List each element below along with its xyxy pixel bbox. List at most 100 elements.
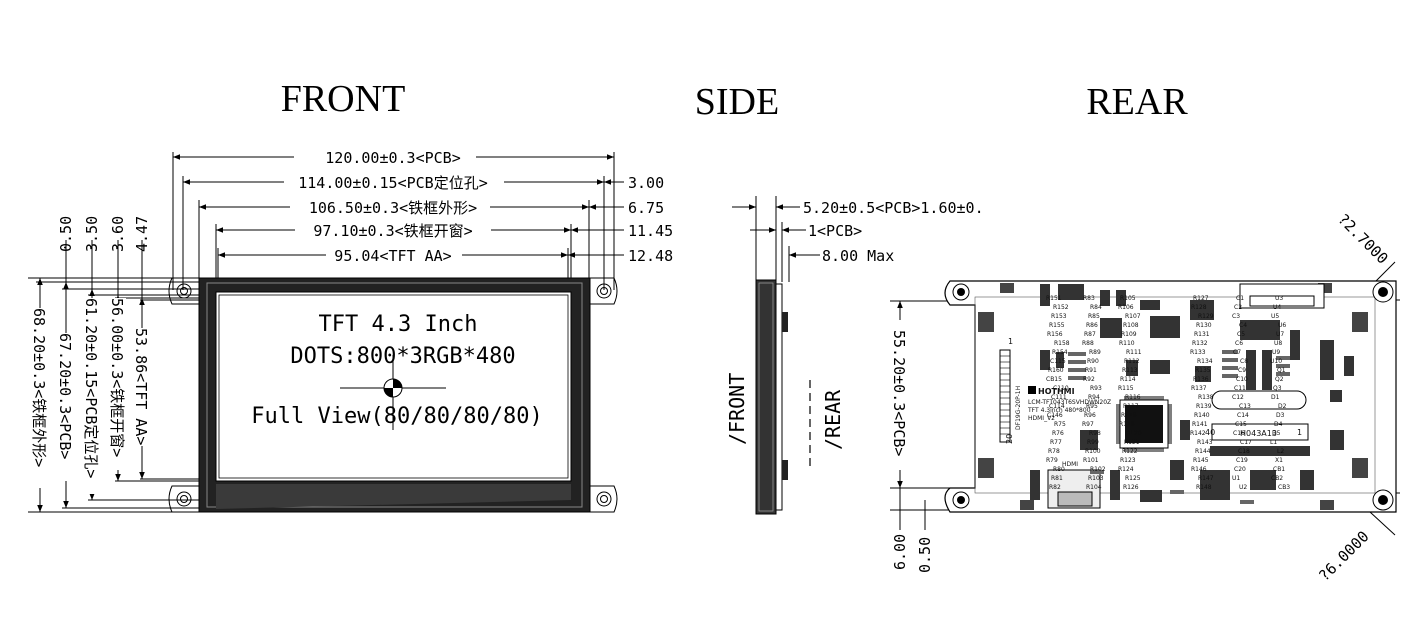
component-label: L2 xyxy=(1277,448,1284,455)
component-label: Q3 xyxy=(1273,385,1282,392)
component-label: C16 xyxy=(1233,430,1245,437)
component-label: C14 xyxy=(1237,412,1249,419)
front-title: FRONT xyxy=(281,78,406,120)
component-label: R148 xyxy=(1196,484,1212,491)
component-label: R145 xyxy=(1193,457,1209,464)
component-label: R139 xyxy=(1196,403,1212,410)
component-label: CB15 xyxy=(1046,376,1062,383)
component-label: C3 xyxy=(1232,313,1240,320)
rear-dim-6-00: 6.00 xyxy=(891,534,909,570)
component-label: X1 xyxy=(1275,457,1283,464)
component-label: R82 xyxy=(1049,484,1061,491)
dim-pcb-height: 67.20±0.3<PCB> xyxy=(56,333,74,459)
component-label: R96 xyxy=(1084,412,1096,419)
component-label: R81 xyxy=(1051,475,1063,482)
dim-pcb-width: 120.00±0.3<PCB> xyxy=(325,149,460,167)
component-label: R143 xyxy=(1197,439,1213,446)
component-label: R125 xyxy=(1125,475,1141,482)
component-label: U8 xyxy=(1274,340,1282,347)
component-label: R114 xyxy=(1120,376,1136,383)
component-label: R118 xyxy=(1121,412,1137,419)
component-label: R136 xyxy=(1193,376,1209,383)
component-label: R94 xyxy=(1088,394,1100,401)
component-label: R84 xyxy=(1090,304,1102,311)
rear-title: REAR xyxy=(1086,81,1188,123)
side-front-label: /FRONT xyxy=(725,373,749,445)
dim-frame-window-height: 56.00±0.3<铁框开窗> xyxy=(108,298,126,457)
side-dim-pcb: 5.20±0.5<PCB>1.60±0. xyxy=(803,199,984,217)
component-label: R85 xyxy=(1088,313,1100,320)
component-label: R123 xyxy=(1120,457,1136,464)
dim-pcb-hole-height: 61.20±0.15<PCB定位孔> xyxy=(82,298,100,478)
component-label: C7 xyxy=(1233,349,1241,356)
rear-diag-hole-large: ?6.0000 xyxy=(1315,527,1372,584)
component-label: C110 xyxy=(1053,385,1069,392)
component-label: C1 xyxy=(1236,295,1244,302)
lcd-size-text: TFT 4.3 Inch xyxy=(319,312,478,337)
component-label: C6 xyxy=(1235,340,1243,347)
component-label: C10 xyxy=(1236,376,1248,383)
component-label: R75 xyxy=(1054,421,1066,428)
component-label: R112 xyxy=(1124,358,1140,365)
component-label: D4 xyxy=(1274,421,1283,428)
dim-left-3-60: 3.60 xyxy=(109,216,127,252)
component-label: R132 xyxy=(1192,340,1208,347)
component-label: U7 xyxy=(1276,331,1284,338)
side-dim-max: 8.00 Max xyxy=(822,247,894,265)
component-label: R105 xyxy=(1120,295,1136,302)
pin-1: 1 xyxy=(1297,428,1302,437)
component-label: U5 xyxy=(1271,313,1279,320)
component-label: R102 xyxy=(1090,466,1106,473)
component-label: R91 xyxy=(1085,367,1097,374)
component-label: R113 xyxy=(1122,367,1138,374)
component-label: C12 xyxy=(1232,394,1244,401)
rear-diag-hole-small: ?2.7000 xyxy=(1334,210,1391,267)
component-label: U4 xyxy=(1273,304,1281,311)
component-label: C15 xyxy=(1235,421,1247,428)
component-label: R155 xyxy=(1049,322,1065,329)
component-label: R83 xyxy=(1083,295,1095,302)
rear-view: 55.20±0.3<PCB> 6.00 0.50 ?2.7000 ?6.0000 xyxy=(890,210,1400,585)
component-label: R117 xyxy=(1123,403,1139,410)
dim-pcb-hole-width: 114.00±0.15<PCB定位孔> xyxy=(298,174,488,192)
component-label: C4 xyxy=(1239,322,1247,329)
component-label: R128 xyxy=(1191,304,1207,311)
component-label: D3 xyxy=(1276,412,1285,419)
component-label: C17 xyxy=(1240,439,1252,446)
dim-left-0-50: 0.50 xyxy=(57,216,75,252)
component-label: R80 xyxy=(1053,466,1065,473)
component-label: R76 xyxy=(1052,430,1064,437)
component-label: U10 xyxy=(1270,358,1282,365)
spec-text: TFT 4.3inch 480*800 xyxy=(1027,407,1091,414)
component-label: R134 xyxy=(1197,358,1213,365)
component-label: R133 xyxy=(1190,349,1206,356)
component-label: R110 xyxy=(1119,340,1135,347)
component-label: CB1 xyxy=(1273,466,1285,473)
component-label: R156 xyxy=(1047,331,1063,338)
component-label: U2 xyxy=(1239,484,1247,491)
component-label: C114 xyxy=(1049,403,1065,410)
dim-left-3-50: 3.50 xyxy=(83,216,101,252)
lcd-dots-text: DOTS:800*3RGB*480 xyxy=(290,344,515,369)
dim-frame-outer-width: 106.50±0.3<铁框外形> xyxy=(309,199,477,217)
component-label: C111 xyxy=(1051,394,1067,401)
front-view: 120.00±0.3<PCB> 114.00±0.15<PCB定位孔> 106.… xyxy=(28,148,673,513)
version-text: HDMI_V2 xyxy=(1028,415,1055,422)
component-label: R103 xyxy=(1088,475,1104,482)
pin-20: 20 xyxy=(1005,434,1014,444)
component-label: R153 xyxy=(1051,313,1067,320)
component-label: R107 xyxy=(1125,313,1141,320)
side-title: SIDE xyxy=(695,81,779,123)
component-label: Q1 xyxy=(1277,367,1286,374)
hdmi-label: HDMI xyxy=(1062,461,1078,468)
component-label: R101 xyxy=(1083,457,1099,464)
component-label: CB3 xyxy=(1278,484,1290,491)
component-label: CB2 xyxy=(1271,475,1283,482)
component-label: U9 xyxy=(1272,349,1280,356)
component-label: R126 xyxy=(1123,484,1139,491)
rear-dim-pcb-height: 55.20±0.3<PCB> xyxy=(890,330,908,456)
component-label: C146 xyxy=(1047,412,1063,419)
component-label: C5 xyxy=(1237,331,1245,338)
component-label: R116 xyxy=(1125,394,1141,401)
